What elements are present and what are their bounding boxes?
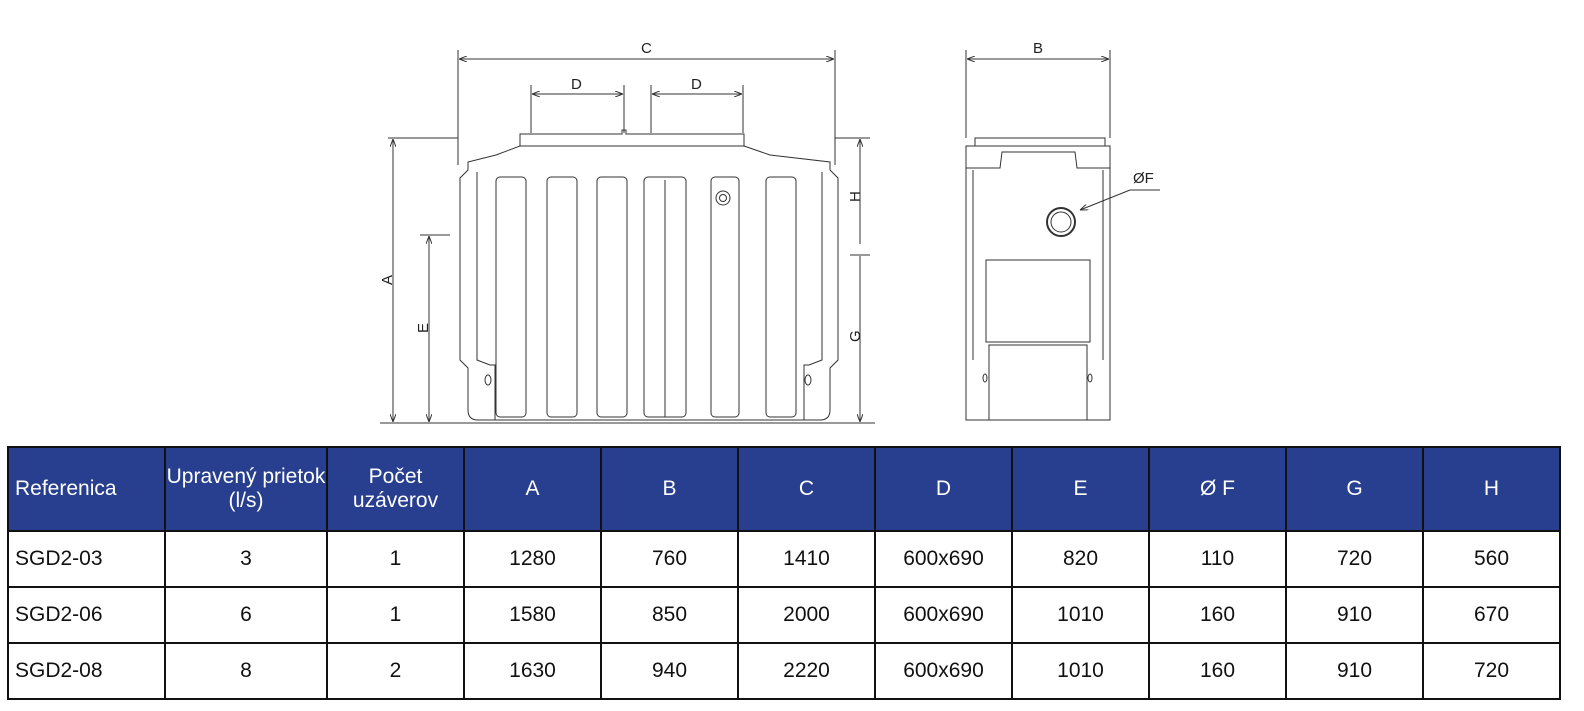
table-cell: 1 [326, 586, 465, 644]
dim-label-d-right: D [691, 76, 702, 93]
dimensions-table: Referenica Upravený prietok (l/s) Počet … [7, 446, 1561, 700]
dimension-lines-side [965, 50, 1160, 210]
table-cell: 3 [164, 530, 328, 588]
header-referencia: Referenica [7, 446, 166, 532]
table-header-row: Referenica Upravený prietok (l/s) Počet … [7, 446, 1561, 532]
table-cell: 720 [1422, 642, 1561, 700]
dim-label-c: C [641, 40, 652, 57]
table-cell: 760 [600, 530, 739, 588]
dim-label-d-left: D [571, 76, 582, 93]
table-cell: 600x690 [874, 642, 1013, 700]
table-cell: SGD2-08 [7, 642, 166, 700]
dimension-lines-front [380, 50, 875, 424]
table-cell: 600x690 [874, 530, 1013, 588]
table-cell: 110 [1148, 530, 1287, 588]
table-cell: 720 [1285, 530, 1424, 588]
dim-label-h: H [847, 191, 864, 202]
table-cell: 670 [1422, 586, 1561, 644]
table-cell: 1280 [463, 530, 602, 588]
table-cell: 910 [1285, 642, 1424, 700]
header-f: Ø F [1148, 446, 1287, 532]
table-cell: 1580 [463, 586, 602, 644]
table-cell: 1010 [1011, 586, 1150, 644]
dim-label-e: E [415, 323, 432, 333]
table-cell: SGD2-03 [7, 530, 166, 588]
dim-label-a: A [379, 275, 396, 285]
table-cell: SGD2-06 [7, 586, 166, 644]
header-h: H [1422, 446, 1561, 532]
table-cell: 1010 [1011, 642, 1150, 700]
header-d: D [874, 446, 1013, 532]
dim-label-f: ØF [1133, 170, 1154, 187]
table-cell: 2220 [737, 642, 876, 700]
table-cell: 1 [326, 530, 465, 588]
dim-label-g: G [847, 330, 864, 342]
header-closures: Počet uzáverov [326, 446, 465, 532]
header-b: B [600, 446, 739, 532]
table-cell: 940 [600, 642, 739, 700]
table-cell: 600x690 [874, 586, 1013, 644]
tank-technical-drawing: C D D B ØF A E H G [379, 40, 1160, 424]
header-e: E [1011, 446, 1150, 532]
table-cell: 560 [1422, 530, 1561, 588]
table-cell: 910 [1285, 586, 1424, 644]
table-cell: 8 [164, 642, 328, 700]
header-g: G [1285, 446, 1424, 532]
header-c: C [737, 446, 876, 532]
header-flow: Upravený prietok (l/s) [164, 446, 328, 532]
table-cell: 2000 [737, 586, 876, 644]
table-cell: 820 [1011, 530, 1150, 588]
table-cell: 2 [326, 642, 465, 700]
header-a: A [463, 446, 602, 532]
table-cell: 160 [1148, 586, 1287, 644]
tank-front-view [459, 129, 839, 421]
table-cell: 850 [600, 586, 739, 644]
table-cell: 6 [164, 586, 328, 644]
table-cell: 1410 [737, 530, 876, 588]
dim-label-b: B [1033, 40, 1043, 57]
table-cell: 160 [1148, 642, 1287, 700]
table-cell: 1630 [463, 642, 602, 700]
tank-side-view [965, 137, 1111, 421]
